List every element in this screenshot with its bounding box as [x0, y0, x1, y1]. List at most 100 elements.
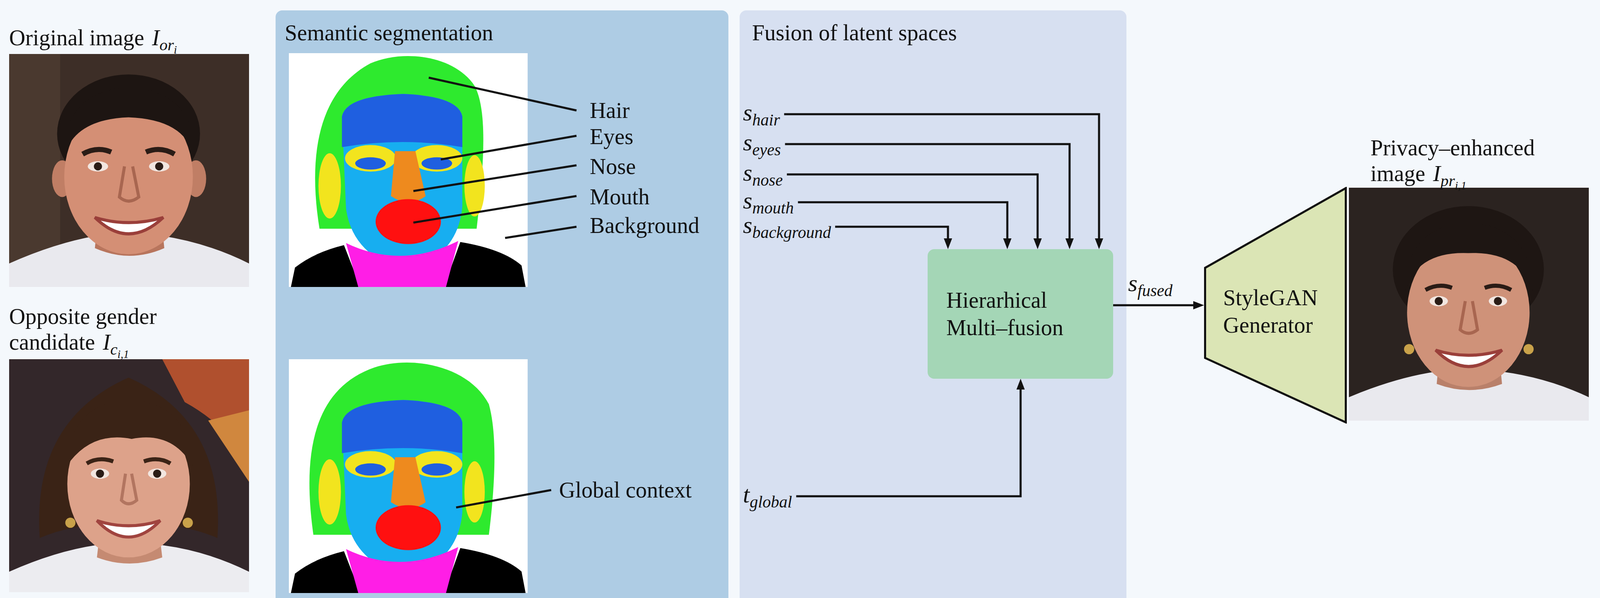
photo-background [208, 410, 250, 482]
math-symbol: I [151, 25, 160, 51]
mouth [95, 217, 164, 234]
eyebrow [86, 459, 114, 464]
eyebrow [82, 149, 112, 154]
pupil [93, 162, 103, 171]
leader-line [413, 195, 577, 223]
earring [1523, 343, 1535, 355]
leader-line [440, 135, 577, 160]
eyebrow [1425, 285, 1452, 290]
connector-arrow [784, 144, 1070, 245]
math-symbol: s [742, 98, 753, 126]
segmentation-face [290, 93, 526, 287]
box-text-block: StyleGAN Generator [1223, 283, 1336, 339]
heading-text: Opposite gender candidate [9, 303, 157, 355]
box-text: StyleGAN Generator [1223, 285, 1318, 338]
generator-trapezoid [1205, 188, 1346, 423]
image-heading: Privacy–enhanced imageIpri,1 [1370, 134, 1566, 199]
segmentation-face [290, 399, 526, 593]
part-label: Hair [589, 97, 630, 124]
eye [87, 161, 108, 172]
subscript: global [749, 492, 792, 511]
hair [64, 86, 195, 157]
segmentation-map [288, 359, 528, 593]
heading-text: Semantic segmentation [284, 20, 494, 46]
math-symbol: t [742, 480, 750, 508]
nose [119, 166, 140, 202]
hair [1404, 222, 1533, 292]
part-label: Global context [559, 476, 692, 503]
face-photo [1348, 187, 1589, 421]
eye [1488, 295, 1508, 307]
subscript: nose [752, 170, 783, 190]
heading-text: Original image [9, 25, 145, 51]
seg-background [288, 53, 528, 287]
subscript: eyes [752, 140, 782, 159]
connector-arrow [796, 382, 1021, 496]
pupil [153, 469, 162, 478]
eyebrow [1484, 285, 1512, 290]
subscript: pr [1440, 171, 1456, 190]
math-symbol: s [742, 128, 753, 156]
segmentation-panel: Semantic segmentation [275, 10, 729, 598]
eye [149, 161, 170, 172]
math-symbol: I [102, 329, 111, 355]
math-symbol: s [742, 211, 753, 239]
fusion-box: Hierarhical Multi–fusion [927, 249, 1114, 379]
pupil [1493, 296, 1503, 306]
leader-line [413, 165, 577, 191]
image-heading: Opposite gender candidateIci,1 [9, 303, 217, 367]
part-label: Eyes [589, 123, 634, 150]
subscript: i,1 [117, 347, 130, 361]
photo-background [1348, 187, 1589, 421]
eye [148, 468, 167, 479]
face-photo [9, 359, 250, 592]
connector-arrow [835, 226, 948, 245]
pupil [95, 469, 105, 478]
subscript: background [752, 222, 832, 242]
subscript: mouth [752, 198, 794, 218]
leader-line [505, 226, 577, 238]
pupil [1434, 296, 1444, 306]
photo-background [9, 359, 250, 592]
earring [1404, 343, 1415, 355]
leader-lines [413, 77, 577, 508]
part-label: Background [589, 212, 700, 239]
box-text-block: Hierarhical Multi–fusion [946, 286, 1105, 342]
math-symbol: s [742, 158, 753, 186]
subscript: i [173, 43, 178, 57]
latent-code: seyes [742, 128, 785, 160]
eye [1429, 295, 1448, 307]
output-image: Privacy–enhanced imageIpri,1 [1348, 187, 1589, 421]
part-label: Mouth [589, 183, 650, 210]
fusion-panel: shairseyessnosesmouthsbackgroundHierarhi… [739, 10, 1127, 598]
generator-box: StyleGAN Generator [1204, 186, 1347, 424]
eyebrow [144, 459, 171, 464]
leader-line [456, 489, 552, 508]
face-photo [9, 53, 250, 287]
math-symbol: s [742, 186, 753, 214]
subscript: i,1 [1454, 179, 1467, 192]
earring [65, 517, 76, 528]
candidate-image: Opposite gender candidateIci,1 [9, 359, 250, 592]
math-symbol: I [1433, 161, 1441, 186]
mouth [97, 520, 161, 537]
edge-label: s [1128, 269, 1138, 297]
subscript: hair [752, 110, 781, 130]
seg-background [288, 359, 528, 593]
box-text: Hierarhical Multi–fusion [946, 287, 1064, 340]
pupil [155, 162, 164, 171]
connector-arrow [786, 174, 1038, 245]
segmentation-map [288, 53, 528, 287]
connector-arrow [784, 114, 1100, 245]
nose [1460, 300, 1478, 334]
subscript: fused [1137, 280, 1173, 300]
connector-arrow [1113, 304, 1200, 307]
heading-text: Fusion of latent spaces [752, 20, 957, 46]
part-label: Nose [589, 153, 636, 180]
photo-background [9, 53, 250, 287]
latent-code: shair [742, 98, 785, 130]
subscript: c [110, 339, 118, 358]
image-heading: Original imageIori [9, 24, 177, 63]
